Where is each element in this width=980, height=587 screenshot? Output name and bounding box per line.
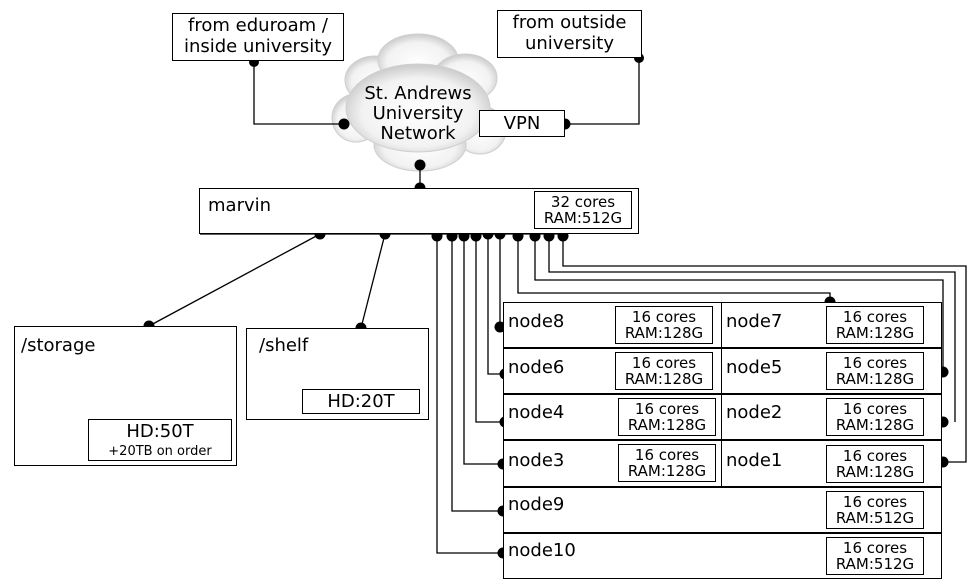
marvin-spec-box: 32 cores RAM:512G — [534, 191, 632, 229]
network-name-line2: University — [372, 102, 464, 124]
outside-label-line2: university — [524, 33, 615, 54]
node10-ram: RAM:512G — [835, 555, 915, 573]
node1-cores: 16 cores — [842, 446, 908, 465]
storage-spec-box: HD:50T +20TB on order — [88, 419, 232, 461]
node1-box: node1 16 cores RAM:128G — [721, 440, 942, 487]
node9-ram: RAM:512G — [835, 509, 915, 527]
node3-ram: RAM:128G — [627, 462, 707, 480]
node4-box: node4 16 cores RAM:128G — [503, 394, 722, 440]
vpn-label: VPN — [503, 113, 541, 134]
node8-spec-box: 16 cores RAM:128G — [615, 306, 713, 344]
node7-cores: 16 cores — [842, 307, 908, 326]
node7-ram: RAM:128G — [835, 324, 915, 342]
node5-label: node5 — [726, 357, 783, 378]
node5-spec-box: 16 cores RAM:128G — [826, 352, 924, 390]
marvin-label: marvin — [208, 195, 272, 216]
eduroam-source-box: from eduroam / inside university — [172, 13, 344, 61]
node2-spec-box: 16 cores RAM:128G — [826, 398, 924, 436]
node7-box: node7 16 cores RAM:128G — [721, 302, 942, 348]
node6-ram: RAM:128G — [624, 370, 704, 388]
node7-spec-box: 16 cores RAM:128G — [826, 306, 924, 344]
node5-cores: 16 cores — [842, 353, 908, 372]
node9-cores: 16 cores — [842, 492, 908, 511]
network-cloud-label: St. Andrews University Network — [348, 84, 488, 143]
node8-box: node8 16 cores RAM:128G — [503, 302, 722, 348]
shelf-spec-box: HD:20T — [302, 389, 420, 414]
eduroam-label-line2: inside university — [183, 36, 333, 57]
node6-box: node6 16 cores RAM:128G — [503, 348, 722, 394]
node3-spec-box: 16 cores RAM:128G — [618, 444, 716, 482]
node1-label: node1 — [726, 450, 783, 471]
node8-ram: RAM:128G — [624, 324, 704, 342]
marvin-server-box: marvin 32 cores RAM:512G — [199, 188, 639, 234]
node6-spec-box: 16 cores RAM:128G — [615, 352, 713, 390]
shelf-box: /shelf HD:20T — [246, 328, 429, 420]
node7-label: node7 — [726, 311, 783, 332]
node10-cores: 16 cores — [842, 538, 908, 557]
network-name-line1: St. Andrews — [364, 83, 472, 104]
vpn-box: VPN — [479, 110, 565, 137]
node2-ram: RAM:128G — [835, 416, 915, 434]
node10-box: node10 16 cores RAM:512G — [503, 533, 942, 579]
node8-label: node8 — [508, 311, 565, 332]
node6-cores: 16 cores — [631, 353, 697, 372]
node3-box: node3 16 cores RAM:128G — [503, 440, 722, 487]
storage-capacity: HD:50T — [126, 421, 194, 442]
node9-label: node9 — [508, 494, 565, 515]
node8-cores: 16 cores — [631, 307, 697, 326]
node5-ram: RAM:128G — [835, 370, 915, 388]
storage-label: /storage — [21, 335, 96, 356]
node4-spec-box: 16 cores RAM:128G — [618, 398, 716, 436]
node4-ram: RAM:128G — [627, 416, 707, 434]
shelf-capacity: HD:20T — [327, 391, 395, 412]
node10-spec-box: 16 cores RAM:512G — [826, 537, 924, 575]
node5-box: node5 16 cores RAM:128G — [721, 348, 942, 394]
storage-box: /storage HD:50T +20TB on order — [14, 326, 237, 466]
marvin-cores: 32 cores — [550, 192, 616, 211]
node4-label: node4 — [508, 402, 565, 423]
network-name-line3: Network — [380, 122, 456, 144]
node3-cores: 16 cores — [634, 445, 700, 464]
eduroam-label-line1: from eduroam / — [188, 15, 328, 37]
outside-source-box: from outside university — [497, 10, 642, 58]
node3-label: node3 — [508, 450, 565, 471]
node9-box: node9 16 cores RAM:512G — [503, 487, 942, 533]
node1-spec-box: 16 cores RAM:128G — [826, 445, 924, 483]
node2-box: node2 16 cores RAM:128G — [721, 394, 942, 440]
node9-spec-box: 16 cores RAM:512G — [826, 491, 924, 529]
marvin-ram: RAM:512G — [543, 209, 623, 227]
node6-label: node6 — [508, 357, 565, 378]
outside-label-line1: from outside — [512, 12, 627, 34]
node1-ram: RAM:128G — [835, 463, 915, 481]
node4-cores: 16 cores — [634, 399, 700, 418]
storage-on-order: +20TB on order — [108, 444, 212, 459]
node2-label: node2 — [726, 402, 783, 423]
shelf-label: /shelf — [259, 335, 309, 356]
node2-cores: 16 cores — [842, 399, 908, 418]
node10-label: node10 — [508, 540, 576, 561]
